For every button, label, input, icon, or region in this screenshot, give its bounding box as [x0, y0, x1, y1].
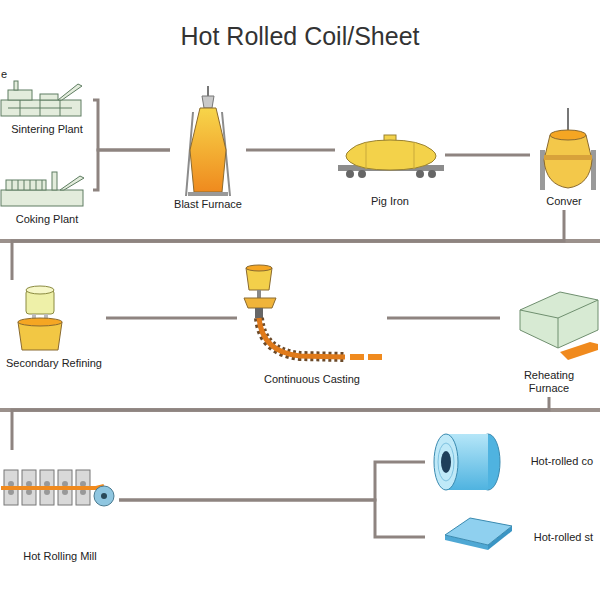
- torpedo-car-drawing-part: [358, 170, 366, 178]
- continuous-caster-drawing-part: [259, 318, 345, 357]
- converter-drawing: [540, 108, 596, 190]
- converter-drawing-part: [544, 135, 592, 188]
- converter-drawing-part: [544, 155, 592, 160]
- coking-plant-drawing-part: [52, 172, 57, 190]
- flow-connector: [12, 210, 564, 280]
- steel-coil-drawing: [434, 434, 500, 490]
- steel-coil-drawing-part: [434, 434, 458, 490]
- torpedo-car-drawing-part: [346, 140, 436, 170]
- process-stage: Continuous Casting: [237, 262, 387, 388]
- stage-caption: Coking Plant: [16, 213, 78, 226]
- reheating-furnace-drawing-part: [520, 300, 598, 348]
- steel-coil-drawing-part: [441, 451, 451, 473]
- steel-sheet-drawing: [445, 518, 512, 550]
- sintering-plant-drawing-part: [1, 100, 81, 116]
- continuous-caster-drawing-part: [244, 298, 276, 308]
- stage-caption: Secondary Refining: [6, 357, 102, 370]
- sintering-plant-drawing-part: [40, 94, 58, 100]
- flow-connector: [93, 150, 170, 190]
- blast-furnace-drawing-part: [207, 86, 209, 97]
- secondary-refining-drawing: [18, 286, 62, 350]
- process-stage: Hot Rolling Mill: [1, 450, 119, 565]
- process-stage: Coking Plant: [1, 168, 93, 228]
- continuous-caster-drawing: [244, 265, 382, 360]
- flow-connector: [106, 317, 237, 320]
- steel-coil-drawing-part: [438, 443, 454, 481]
- secondary-refining-drawing-part: [26, 286, 54, 294]
- continuous-caster-drawing-part: [350, 354, 364, 360]
- torpedo-car-drawing-part: [428, 170, 436, 178]
- process-stage: Blast Furnace: [170, 95, 246, 213]
- coking-plant-drawing-part: [12, 180, 42, 190]
- coking-plant-drawing-part: [6, 180, 46, 190]
- stage-caption: Conver: [546, 195, 581, 208]
- continuous-caster-drawing-part: [368, 354, 382, 360]
- flow-connector: [246, 149, 335, 152]
- diagram-title: Hot Rolled Coil/Sheet: [0, 22, 600, 51]
- stage-caption: Hot-rolled st: [534, 531, 593, 544]
- reheating-furnace-drawing-part: [520, 292, 598, 348]
- blast-furnace-drawing-part: [188, 192, 228, 196]
- process-stage: Conver: [530, 110, 598, 210]
- sintering-plant-drawing: [1, 81, 82, 116]
- fragment-label: e: [1, 68, 7, 81]
- stage-caption: Continuous Casting: [264, 373, 360, 386]
- sintering-plant-drawing-part: [58, 84, 82, 100]
- flow-connector: [387, 317, 500, 320]
- flow-connector: [119, 462, 425, 500]
- flow-connector: [93, 100, 170, 150]
- sintering-plant-drawing-part: [8, 90, 32, 100]
- coking-plant-drawing-part: [1, 190, 83, 206]
- torpedo-car-drawing-part: [416, 170, 424, 178]
- rolling-mill-drawing: [1, 470, 114, 506]
- blast-furnace-drawing-part: [202, 96, 214, 108]
- blast-furnace-drawing-part: [190, 108, 226, 192]
- process-stage: Pig Iron: [335, 135, 445, 210]
- reheating-furnace-drawing-part: [560, 342, 598, 360]
- coking-plant-drawing-part: [60, 176, 84, 190]
- sintering-plant-drawing-part: [8, 100, 72, 116]
- continuous-caster-drawing-part: [257, 290, 261, 298]
- rolling-mill-drawing-part: [101, 493, 107, 499]
- torpedo-car-drawing-part: [346, 170, 354, 178]
- stage-caption: Hot-rolled co: [531, 455, 593, 468]
- blast-furnace-drawing: [186, 86, 230, 196]
- stage-caption: Sintering Plant: [11, 123, 83, 136]
- flow-connector: [119, 500, 425, 537]
- coking-plant-drawing: [1, 172, 84, 206]
- process-stage: Hot-rolled st: [425, 510, 595, 565]
- reheating-furnace-drawing: [520, 292, 598, 360]
- process-stage: Sintering Plant: [1, 78, 93, 138]
- stage-caption: Hot Rolling Mill: [23, 550, 96, 563]
- torpedo-car-drawing: [338, 135, 444, 178]
- process-stage: Secondary Refining: [2, 280, 106, 372]
- process-stage: Hot-rolled co: [425, 428, 595, 496]
- continuous-caster-drawing-part: [255, 308, 263, 318]
- stage-caption: Reheating Furnace: [517, 369, 581, 395]
- flow-connector: [12, 397, 549, 450]
- steel-sheet-drawing-part: [445, 518, 512, 545]
- continuous-caster-drawing-part: [246, 265, 272, 271]
- secondary-refining-drawing-part: [18, 318, 62, 326]
- converter-drawing-part: [550, 130, 586, 140]
- stage-caption: Pig Iron: [371, 195, 409, 208]
- process-stage: Reheating Furnace: [500, 285, 598, 397]
- rolling-mill-drawing-part: [94, 486, 114, 506]
- sintering-plant-drawing-part: [14, 81, 18, 90]
- torpedo-car-drawing-part: [366, 142, 414, 169]
- rolling-mill-drawing-part: [1, 486, 104, 488]
- flow-connector: [445, 154, 530, 157]
- stage-caption: Blast Furnace: [174, 198, 242, 211]
- continuous-caster-drawing-part: [259, 318, 345, 357]
